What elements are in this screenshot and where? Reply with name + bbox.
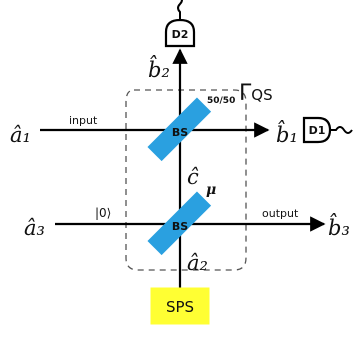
sps-source-box — [150, 287, 210, 325]
detector-d1: D1 — [302, 116, 353, 144]
upper-beam-splitter — [147, 97, 212, 162]
detector-d2-signal — [177, 0, 183, 20]
label-b3: b̂₃ — [328, 213, 350, 240]
label-a3: â₃ — [24, 216, 45, 240]
label-a2: â₂ — [187, 251, 208, 275]
label-a1: â₁ — [10, 123, 31, 147]
mu-label: μ — [206, 182, 216, 198]
splitting-ratio-label: 50/50 — [207, 96, 235, 106]
detector-d1-signal — [330, 126, 353, 134]
label-c: ĉ — [187, 165, 199, 189]
lower-bs-label: BS — [172, 220, 188, 233]
gamma-subscript: QS — [251, 86, 272, 104]
vacuum-state-label: |0⟩ — [95, 206, 111, 220]
sps-label: SPS — [166, 298, 194, 316]
detector-d2-label: D2 — [172, 28, 189, 41]
detector-d2-body — [164, 18, 196, 48]
label-b2: b̂₂ — [148, 55, 170, 82]
detector-d1-label: D1 — [309, 124, 326, 137]
detector-d2: D2 — [164, 0, 196, 48]
upper-bs-label: BS — [172, 126, 188, 139]
lower-beam-splitter — [147, 191, 212, 256]
gamma-symbol: Γ — [239, 81, 252, 106]
input-label: input — [69, 114, 98, 127]
output-label: output — [262, 207, 299, 220]
gamma-qs-label: ΓQS — [239, 81, 273, 106]
quantum-scissors-box — [125, 89, 247, 271]
label-b1: b̂₁ — [276, 120, 298, 147]
